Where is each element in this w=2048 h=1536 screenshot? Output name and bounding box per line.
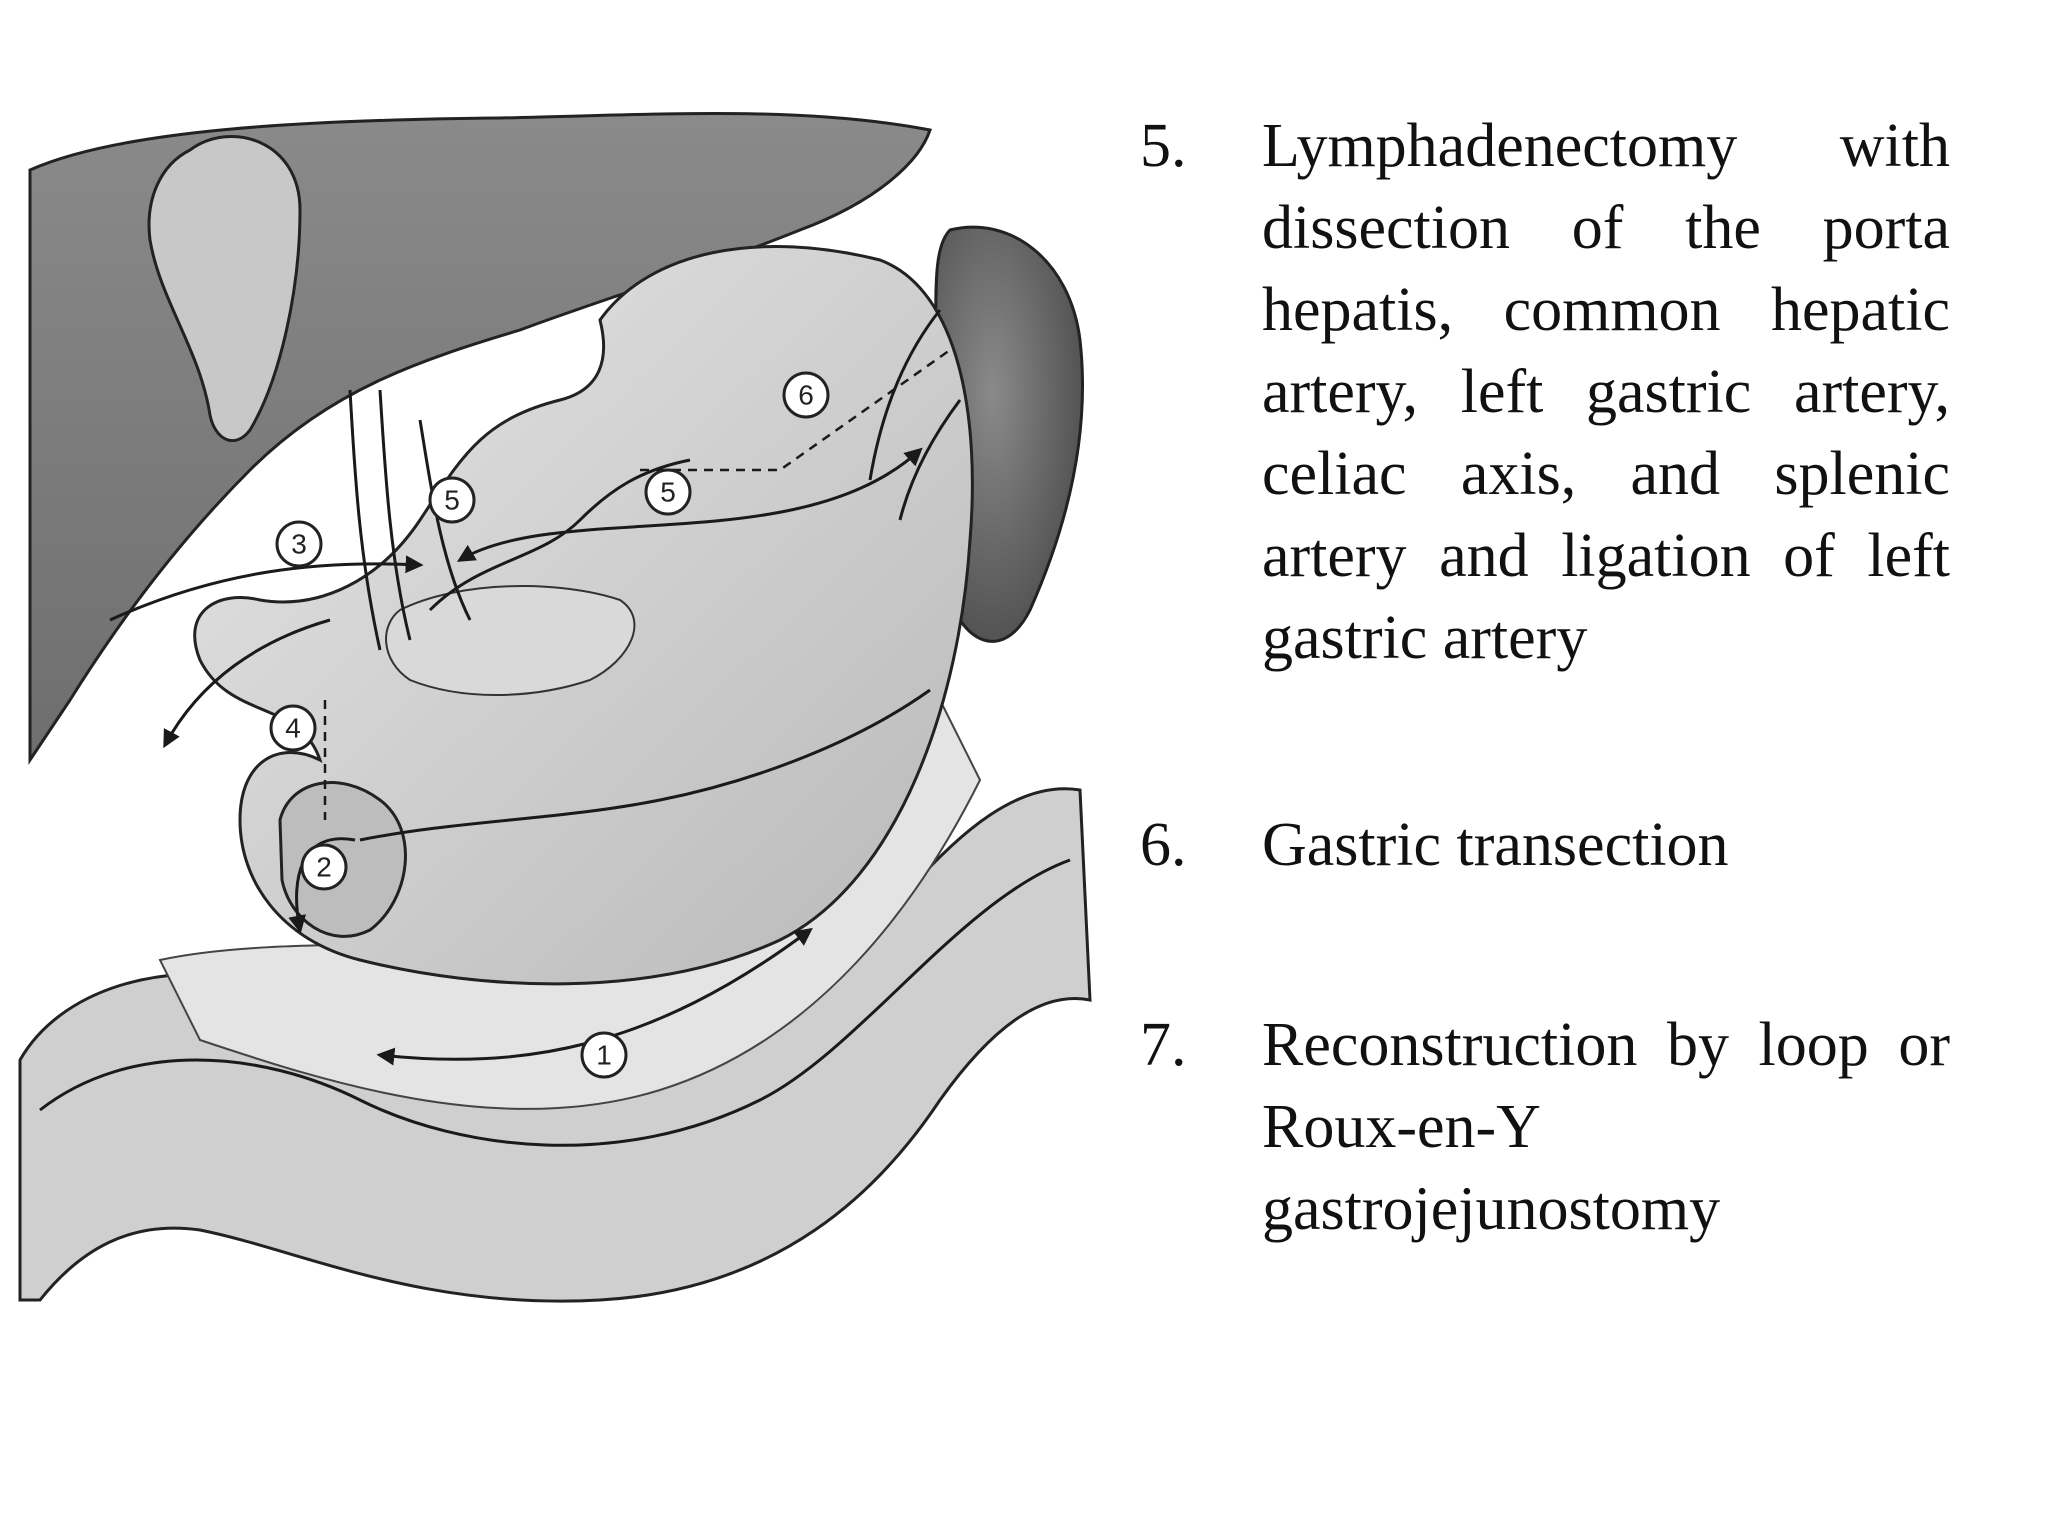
svg-text:2: 2 xyxy=(316,852,332,883)
gastroepiploic-vessels xyxy=(359,688,931,842)
svg-text:4: 4 xyxy=(285,713,301,744)
step-5-text: Lymphadenectomy with dissection of the p… xyxy=(1262,112,1950,672)
svg-text:6: 6 xyxy=(798,380,814,411)
gastrectomy-illustration: 1 2 3 4 5 5 6 xyxy=(18,111,1092,1303)
svg-text:5: 5 xyxy=(660,477,676,508)
arrow-3 xyxy=(109,555,424,622)
arrow-5 xyxy=(456,447,923,562)
step-6-number: 6. xyxy=(1140,811,1187,879)
pancreas xyxy=(385,585,636,696)
step-7: 7. Reconstruction by loop or Roux-en-Y g… xyxy=(1140,1004,1950,1250)
marker-6: 6 xyxy=(782,371,830,419)
marker-5-right: 5 xyxy=(644,468,692,516)
hepatic-vessels xyxy=(348,389,472,651)
arrow-4 xyxy=(163,618,331,749)
svg-text:3: 3 xyxy=(291,529,307,560)
marker-1: 1 xyxy=(580,1031,628,1079)
step-6: 6. Gastric transection xyxy=(1140,804,1950,886)
transection-line-upper xyxy=(640,348,951,472)
marker-3: 3 xyxy=(275,520,323,568)
marker-2: 2 xyxy=(300,843,348,891)
step-5: 5. Lymphadenectomy with dissection of th… xyxy=(1140,105,1950,679)
step-6-text: Gastric transection xyxy=(1262,811,1729,879)
marker-4: 4 xyxy=(269,704,317,752)
step-7-number: 7. xyxy=(1140,1011,1187,1079)
svg-text:1: 1 xyxy=(596,1040,612,1071)
step-5-number: 5. xyxy=(1140,112,1187,180)
svg-text:5: 5 xyxy=(444,485,460,516)
gallbladder xyxy=(147,135,302,443)
marker-5-left: 5 xyxy=(428,476,476,524)
step-7-text: Reconstruction by loop or Roux-en-Y gast… xyxy=(1262,1011,1950,1243)
procedure-steps-list: 5. Lymphadenectomy with dissection of th… xyxy=(1140,105,1950,1250)
